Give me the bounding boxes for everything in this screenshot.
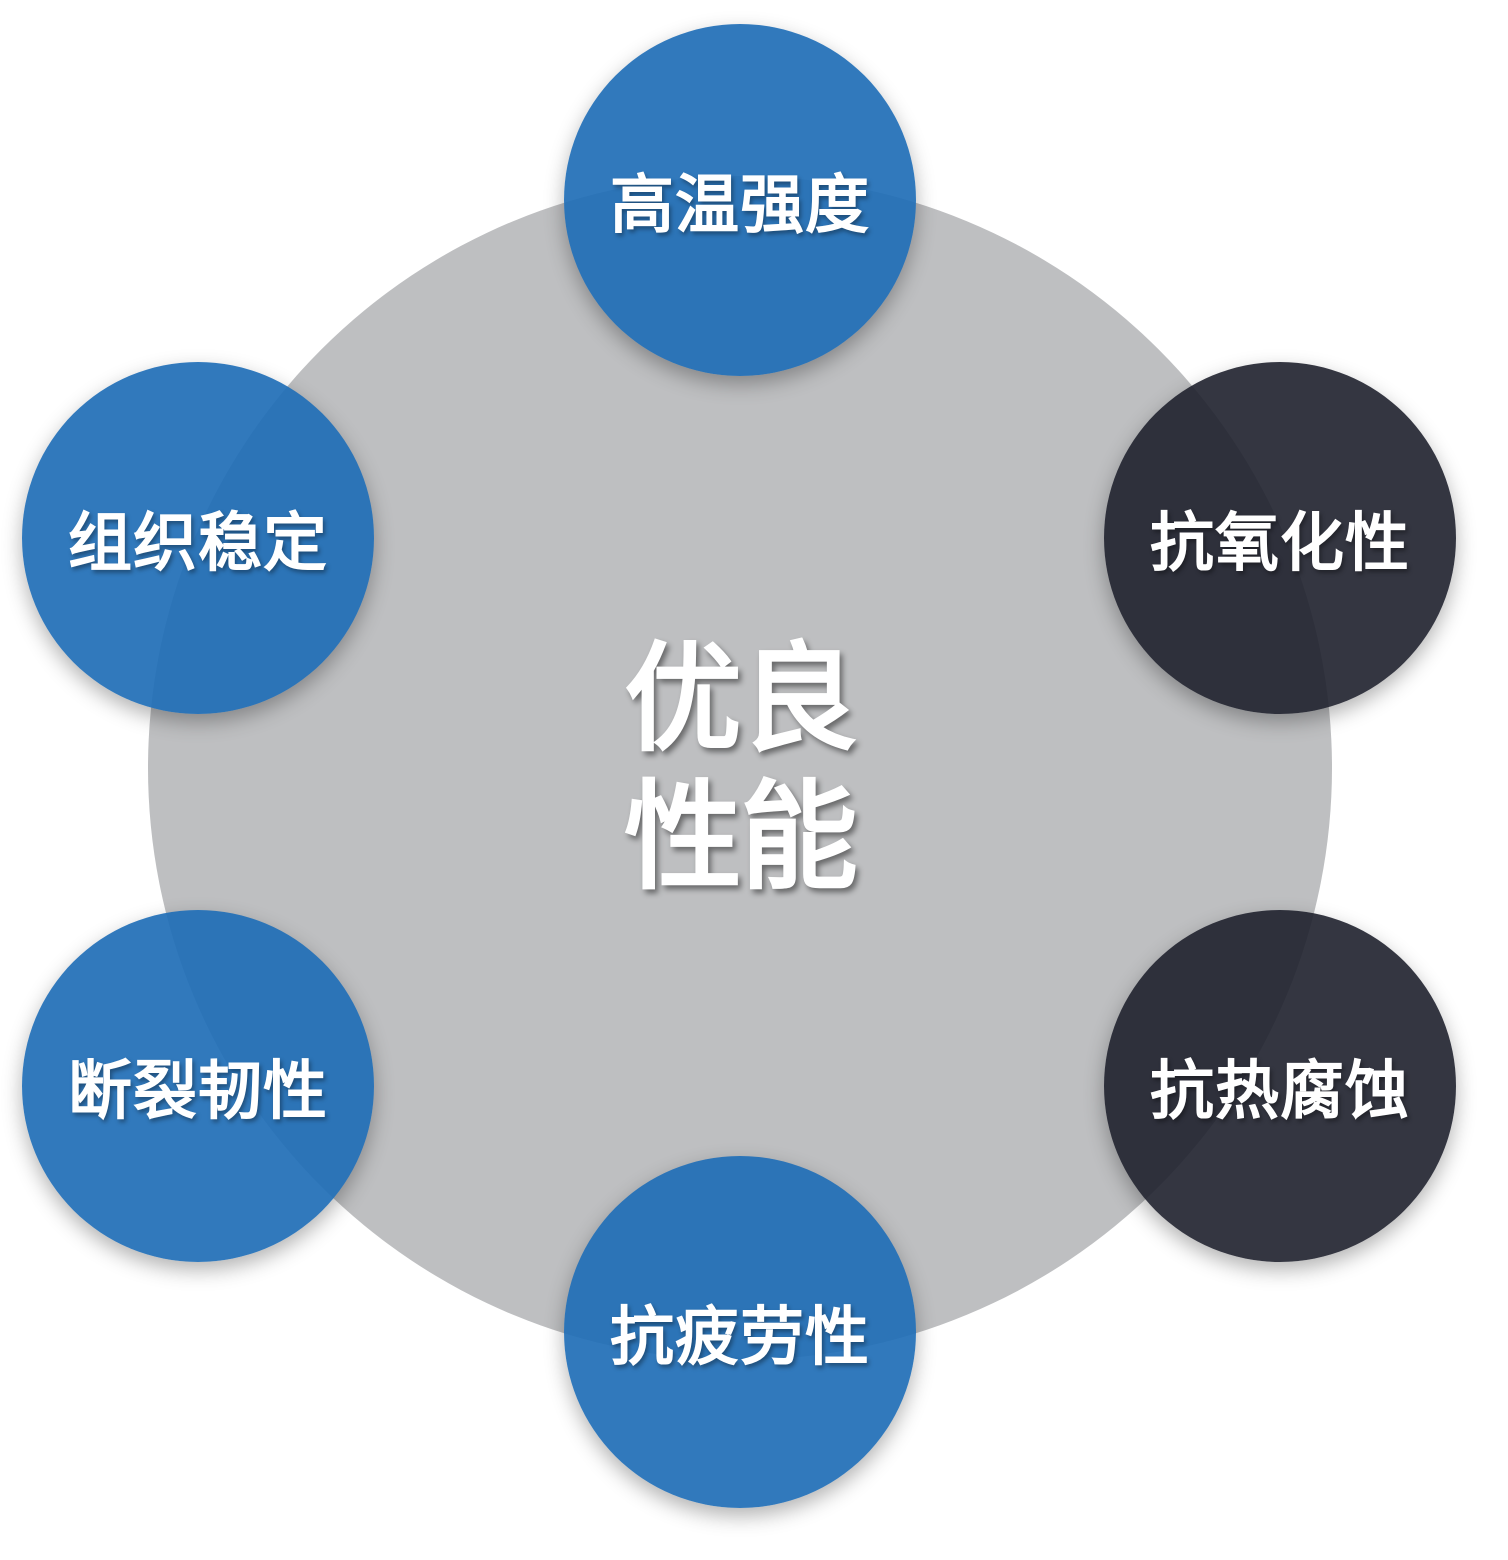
node-label-top: 高温强度 (610, 169, 870, 243)
node-top: 高温强度 (564, 24, 916, 376)
node-label-top-left: 组织稳定 (68, 507, 328, 581)
node-label-bottom-right: 抗热腐蚀 (1150, 1055, 1410, 1129)
node-bottom-left: 断裂韧性 (22, 910, 374, 1262)
node-bottom: 抗疲劳性 (564, 1156, 916, 1508)
center-label: 优良 性能 (540, 630, 940, 906)
center-label-line1: 优良 (623, 630, 858, 768)
node-label-top-right: 抗氧化性 (1150, 507, 1410, 581)
node-label-bottom: 抗疲劳性 (610, 1301, 870, 1375)
node-label-bottom-left: 断裂韧性 (68, 1055, 328, 1129)
center-label-line2: 性能 (623, 768, 858, 906)
node-top-right: 抗氧化性 (1104, 362, 1456, 714)
node-bottom-right: 抗热腐蚀 (1104, 910, 1456, 1262)
node-top-left: 组织稳定 (22, 362, 374, 714)
